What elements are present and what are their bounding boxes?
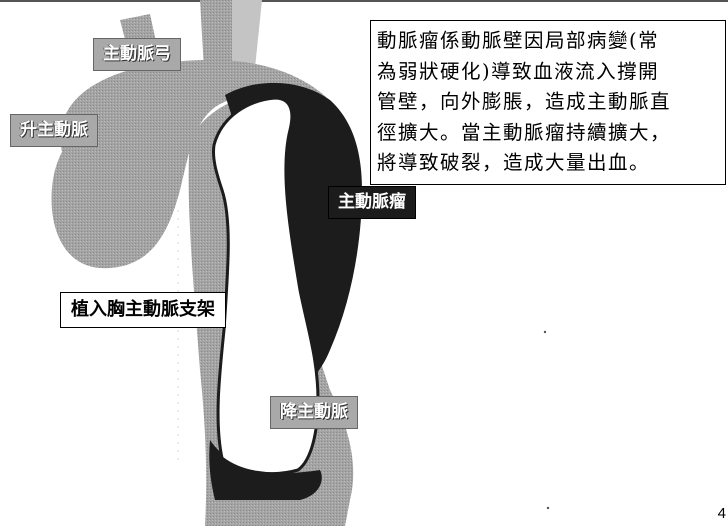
description-line: 管壁，向外膨脹，造成主動脈直 — [377, 90, 672, 113]
dot-artifact — [543, 330, 547, 334]
label-descending-aorta: 降主動脈 — [270, 396, 358, 429]
label-stent-graft: 植入胸主動脈支架 — [60, 292, 226, 328]
branch-vessel-right — [232, 0, 262, 70]
description-box: 動脈瘤係動脈壁因局部病變(常 為弱狀硬化)導致血液流入撐開 管壁，向外膨脹，造成… — [370, 20, 726, 185]
description-line: 動脈瘤係動脈壁因局部病變(常 — [377, 29, 660, 52]
label-aneurysm: 主動脈瘤 — [328, 186, 416, 219]
aortic-arch-shape — [51, 59, 346, 269]
lower-black-patch — [209, 440, 322, 500]
description-line: 為弱狀硬化)導致血液流入撐開 — [377, 59, 660, 83]
dot-artifact — [546, 506, 550, 510]
description-line: 徑擴大。當主動脈瘤持續擴大， — [377, 120, 672, 144]
page-number: 4 — [717, 505, 726, 522]
label-aortic-arch: 主動脈弓 — [93, 38, 181, 71]
stent-graft-shape — [212, 96, 320, 476]
label-ascending-aorta: 升主動脈 — [10, 114, 98, 147]
description-line: 將導致破裂，造成大量出血。 — [377, 151, 651, 174]
top-border-line — [0, 0, 728, 2]
branch-vessel-middle — [200, 0, 236, 70]
